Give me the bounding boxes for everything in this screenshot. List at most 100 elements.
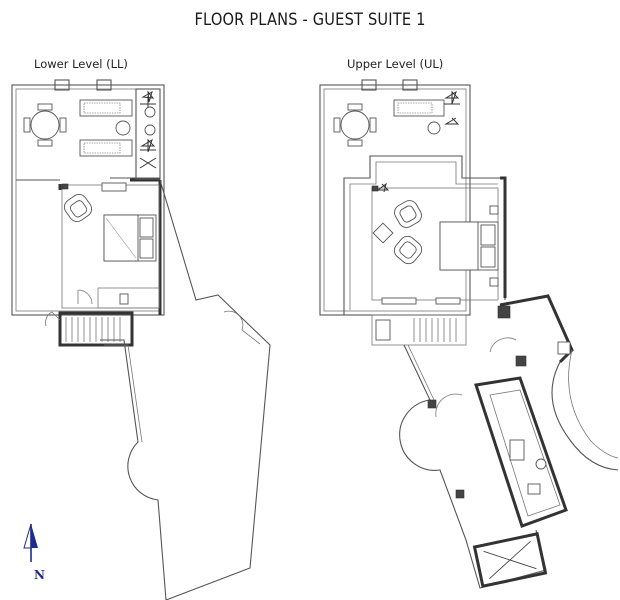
- north-arrow-head-outline: [23, 523, 32, 549]
- door-swing: [435, 393, 463, 418]
- armchair-seat: [69, 200, 88, 218]
- footprint-inner: [104, 344, 143, 443]
- nightstand: [489, 277, 499, 287]
- lower-bed: [103, 214, 157, 262]
- pot: [144, 124, 156, 136]
- column: [557, 341, 571, 355]
- column: [515, 355, 527, 367]
- column: [455, 489, 465, 499]
- lower-level-plan: [11, 79, 271, 600]
- pillow: [480, 246, 496, 268]
- chair: [37, 103, 53, 111]
- lounger-cushion: [397, 102, 433, 114]
- bedroom-wall: [343, 155, 506, 315]
- side-table: [427, 121, 441, 135]
- chair: [37, 139, 53, 147]
- nightstand: [489, 205, 499, 215]
- bed-fold: [105, 217, 137, 259]
- wall-notch: [361, 79, 377, 91]
- bath-counter: [97, 287, 160, 309]
- lower-stairs: [45, 311, 134, 347]
- door-jamb: [371, 185, 379, 192]
- bench: [435, 297, 461, 305]
- stair-well: [58, 311, 134, 347]
- coffee-table: [372, 222, 394, 244]
- side-table: [115, 120, 131, 136]
- annex-footprint-inner: [407, 344, 435, 401]
- footprint-door: [223, 310, 261, 345]
- heavy-wall: [500, 176, 507, 298]
- north-arrow-head: [31, 524, 38, 548]
- wall-notch: [54, 79, 70, 91]
- upper-terrace-dining-set: [333, 103, 377, 147]
- sun-loungers: [79, 99, 133, 157]
- stair-well: [371, 314, 467, 346]
- pillow: [139, 217, 154, 238]
- wall-notch: [402, 79, 418, 91]
- chair: [369, 117, 377, 133]
- upper-level-inner-wall: [323, 88, 467, 312]
- upper-bed: [439, 205, 499, 287]
- wall-notch: [96, 79, 112, 91]
- dresser: [101, 182, 127, 192]
- bath-inner: [489, 389, 561, 517]
- upper-stairs: [371, 314, 467, 346]
- bath-enclosure: [474, 376, 568, 528]
- lounger: [79, 99, 133, 117]
- palm-icon: [444, 117, 460, 125]
- upper-annex-wing: [435, 294, 574, 528]
- upper-sun-loungers: [393, 90, 460, 135]
- pillow: [480, 224, 496, 246]
- column: [497, 305, 511, 319]
- chair: [347, 139, 363, 147]
- shaft-box: [472, 532, 548, 588]
- round-table: [340, 110, 370, 140]
- lower-level-footprint: [100, 179, 271, 600]
- armchair: [63, 193, 93, 223]
- chair: [333, 117, 341, 133]
- curved-terrace-edge: [551, 361, 619, 471]
- palm-icon: [444, 90, 460, 105]
- palm-icon: [139, 157, 157, 169]
- toilet: [119, 293, 129, 305]
- door-swing: [489, 337, 517, 353]
- chair: [23, 117, 31, 133]
- upper-armchairs: [372, 200, 423, 265]
- round-table: [30, 110, 60, 140]
- lift-shaft: [472, 532, 548, 588]
- armchair-seat: [399, 205, 417, 223]
- bed-mattress: [439, 221, 479, 271]
- tub: [509, 439, 525, 461]
- shaft-cross: [483, 540, 537, 580]
- planter: [135, 88, 161, 180]
- column: [427, 399, 437, 409]
- armchair-seat: [399, 241, 417, 259]
- lounger-cushion: [83, 102, 121, 114]
- chair: [347, 103, 363, 111]
- upper-level-label: Upper Level (UL): [347, 57, 444, 71]
- north-arrow: [23, 523, 38, 562]
- lounger: [79, 139, 133, 157]
- north-arrow-letter: N: [34, 568, 45, 582]
- desk: [381, 297, 417, 305]
- lower-level-label: Lower Level (LL): [34, 57, 128, 71]
- stair-landing: [375, 319, 391, 341]
- chair: [59, 117, 67, 133]
- plant-icon: [376, 182, 390, 193]
- pot: [144, 106, 156, 118]
- page-title: FLOOR PLANS - GUEST SUITE 1: [194, 10, 426, 30]
- door-swing: [77, 289, 93, 305]
- terrace-dining-set: [23, 103, 67, 147]
- door-jamb: [61, 183, 69, 190]
- lounger: [393, 99, 445, 117]
- annex-wall: [499, 294, 574, 364]
- palm-icon: [140, 138, 156, 153]
- upper-level-plan: [319, 79, 619, 589]
- lower-level-outer-wall: [11, 84, 165, 316]
- sink: [535, 458, 547, 470]
- bedroom-wall-inner: [349, 161, 498, 310]
- lounger-cushion: [83, 142, 121, 154]
- annex-footprint: [399, 344, 547, 589]
